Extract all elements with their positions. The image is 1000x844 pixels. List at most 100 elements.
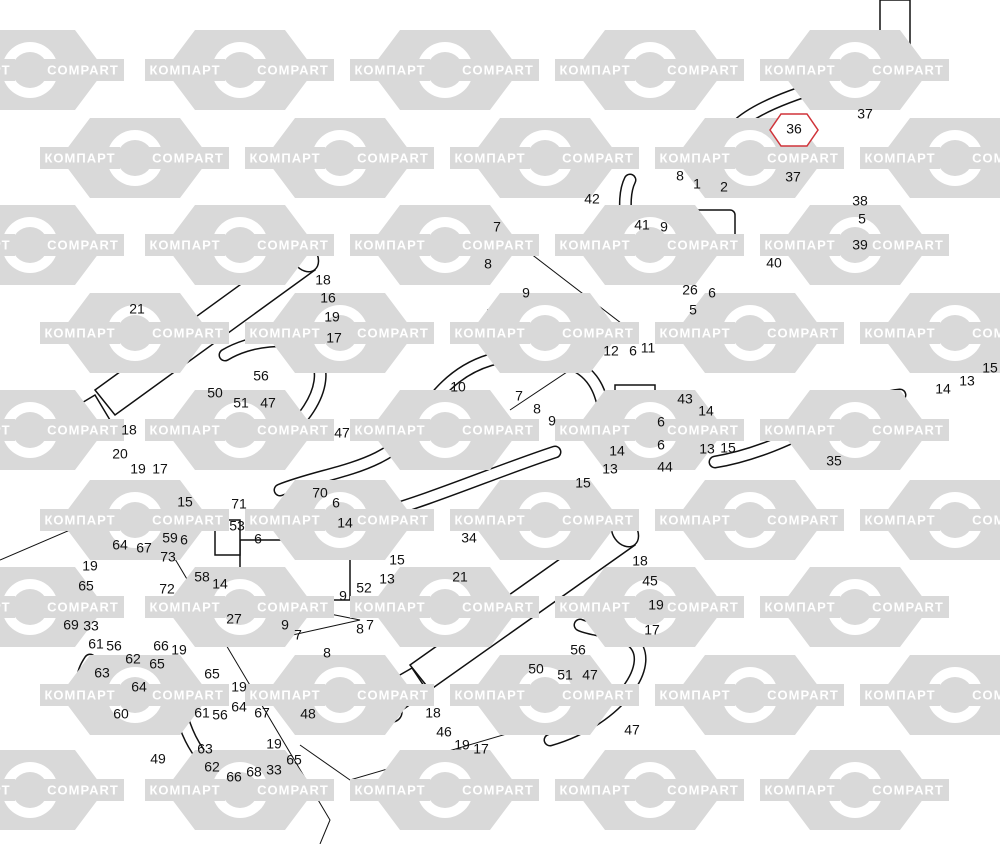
part-label[interactable]: 18 (632, 553, 648, 569)
part-label[interactable]: 26 (682, 282, 698, 298)
part-label[interactable]: 66 (226, 769, 242, 785)
part-label[interactable]: 65 (286, 752, 302, 768)
part-label[interactable]: 20 (112, 446, 128, 462)
part-label[interactable]: 43 (677, 391, 693, 407)
part-label[interactable]: 52 (356, 580, 372, 596)
part-label[interactable]: 6 (332, 495, 340, 511)
part-label[interactable]: 9 (548, 413, 556, 429)
part-label[interactable]: 64 (112, 537, 128, 553)
part-label[interactable]: 6 (180, 532, 188, 548)
part-label[interactable]: 73 (160, 549, 176, 565)
part-label[interactable]: 47 (260, 395, 276, 411)
part-label[interactable]: 33 (266, 762, 282, 778)
part-label[interactable]: 15 (177, 494, 193, 510)
part-label[interactable]: 7 (515, 388, 523, 404)
part-label[interactable]: 47 (334, 425, 350, 441)
part-label[interactable]: 47 (582, 667, 598, 683)
part-label[interactable]: 9 (281, 617, 289, 633)
part-label[interactable]: 51 (557, 667, 573, 683)
part-label[interactable]: 19 (454, 737, 470, 753)
part-label[interactable]: 50 (528, 661, 544, 677)
part-label[interactable]: 38 (852, 193, 868, 209)
part-label[interactable]: 19 (130, 461, 146, 477)
part-label[interactable]: 62 (204, 759, 220, 775)
part-label[interactable]: 15 (982, 360, 998, 376)
part-label[interactable]: 16 (320, 290, 336, 306)
part-label[interactable]: 19 (324, 309, 340, 325)
part-label[interactable]: 14 (337, 515, 353, 531)
part-label[interactable]: 18 (121, 422, 137, 438)
part-label[interactable]: 9 (660, 219, 668, 235)
part-label[interactable]: 5 (689, 302, 697, 318)
part-label[interactable]: 34 (461, 530, 477, 546)
part-label[interactable]: 47 (624, 722, 640, 738)
part-label[interactable]: 9 (522, 285, 530, 301)
part-label[interactable]: 64 (131, 679, 147, 695)
part-label[interactable]: 8 (484, 256, 492, 272)
part-label[interactable]: 68 (246, 764, 262, 780)
part-label[interactable]: 7 (493, 219, 501, 235)
part-label[interactable]: 19 (171, 642, 187, 658)
part-label[interactable]: 65 (149, 656, 165, 672)
part-label[interactable]: 15 (575, 475, 591, 491)
part-label[interactable]: 27 (226, 611, 242, 627)
part-label[interactable]: 44 (657, 459, 673, 475)
part-label[interactable]: 46 (436, 724, 452, 740)
part-label[interactable]: 56 (570, 642, 586, 658)
part-label[interactable]: 14 (212, 576, 228, 592)
part-label[interactable]: 7 (294, 627, 302, 643)
part-label[interactable]: 13 (699, 441, 715, 457)
part-label[interactable]: 53 (229, 518, 245, 534)
part-label[interactable]: 39 (852, 237, 868, 253)
part-label[interactable]: 67 (136, 540, 152, 556)
part-label[interactable]: 35 (826, 453, 842, 469)
part-label[interactable]: 40 (766, 255, 782, 271)
part-label[interactable]: 19 (648, 597, 664, 613)
part-label[interactable]: 7 (366, 617, 374, 633)
highlighted-part-label[interactable]: 36 (786, 121, 802, 137)
part-label[interactable]: 14 (698, 403, 714, 419)
part-label[interactable]: 71 (231, 496, 247, 512)
part-label[interactable]: 69 (63, 617, 79, 633)
part-label[interactable]: 70 (312, 485, 328, 501)
part-label[interactable]: 6 (657, 437, 665, 453)
part-label[interactable]: 11 (641, 340, 656, 356)
part-label[interactable]: 48 (300, 706, 316, 722)
part-label[interactable]: 56 (106, 638, 122, 654)
part-label[interactable]: 13 (602, 461, 618, 477)
part-label[interactable]: 17 (644, 622, 660, 638)
part-label[interactable]: 8 (676, 168, 684, 184)
part-label[interactable]: 18 (425, 705, 441, 721)
part-label[interactable]: 45 (642, 573, 658, 589)
part-label[interactable]: 12 (603, 343, 619, 359)
part-label[interactable]: 56 (212, 707, 228, 723)
part-label[interactable]: 17 (152, 461, 168, 477)
part-label[interactable]: 37 (857, 106, 873, 122)
part-label[interactable]: 67 (254, 705, 270, 721)
part-label[interactable]: 58 (194, 569, 210, 585)
part-label[interactable]: 62 (125, 651, 141, 667)
part-label[interactable]: 17 (473, 741, 489, 757)
part-label[interactable]: 14 (609, 443, 625, 459)
part-label[interactable]: 6 (708, 285, 716, 301)
part-label[interactable]: 17 (326, 330, 342, 346)
part-label[interactable]: 19 (231, 679, 247, 695)
part-label[interactable]: 51 (233, 395, 249, 411)
part-label[interactable]: 6 (629, 343, 637, 359)
part-label[interactable]: 49 (150, 751, 166, 767)
part-label[interactable]: 8 (533, 401, 541, 417)
part-label[interactable]: 21 (452, 569, 468, 585)
part-label[interactable]: 19 (82, 558, 98, 574)
part-label[interactable]: 18 (315, 272, 331, 288)
part-label[interactable]: 15 (389, 552, 405, 568)
part-label[interactable]: 15 (720, 440, 736, 456)
part-label[interactable]: 60 (113, 706, 129, 722)
part-label[interactable]: 56 (253, 368, 269, 384)
part-label[interactable]: 37 (785, 169, 801, 185)
part-label[interactable]: 63 (94, 665, 110, 681)
part-label[interactable]: 72 (159, 581, 175, 597)
part-label[interactable]: 6 (254, 531, 262, 547)
part-label[interactable]: 1 (693, 176, 701, 192)
part-label[interactable]: 65 (204, 666, 220, 682)
part-label[interactable]: 42 (584, 191, 600, 207)
